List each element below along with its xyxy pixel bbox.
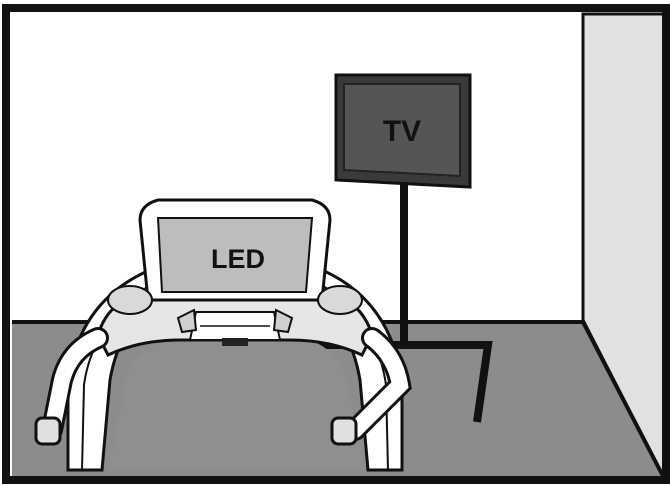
tv-label: TV — [383, 115, 421, 148]
led-label: LED — [211, 244, 265, 274]
tv: TV — [336, 75, 470, 187]
treadmill-deck — [108, 336, 365, 470]
